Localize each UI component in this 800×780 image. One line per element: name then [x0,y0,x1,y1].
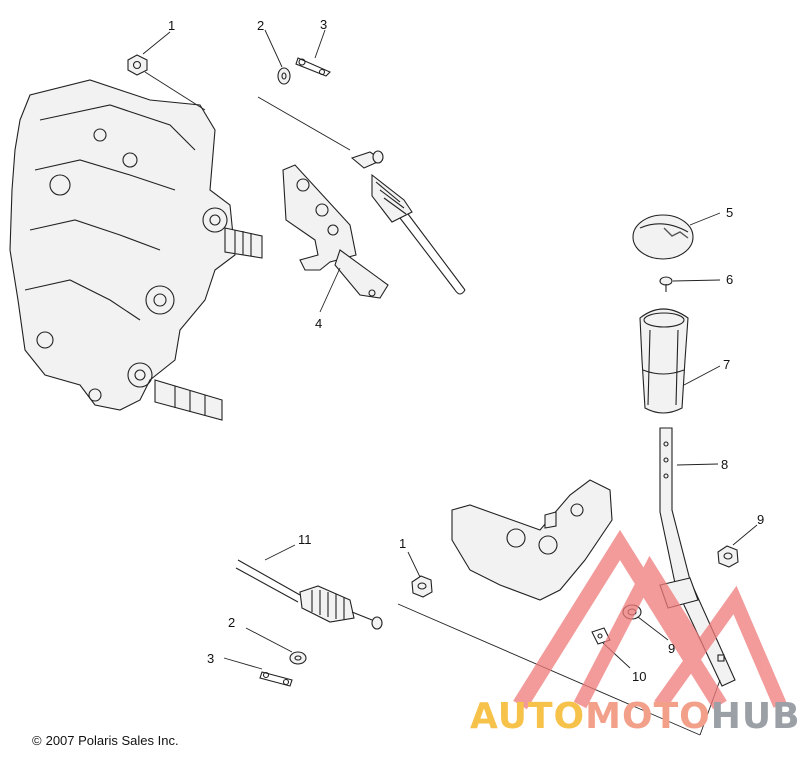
callout-2-top: 2 [257,18,264,33]
callout-9-right: 9 [757,512,764,527]
copyright-symbol: © [32,733,42,748]
watermark-brand: AUTOMOTOHUB [470,696,800,737]
callout-3-top: 3 [320,17,327,32]
callout-1-lower: 1 [399,536,406,551]
transmission-assembly [9,79,263,421]
watermark-moto: MOTO [585,696,711,737]
callout-7: 7 [723,357,730,372]
watermark-auto: AUTO [470,696,586,737]
callout-1-top: 1 [168,18,175,33]
shift-knob-part-7 [639,308,689,414]
washer-part-2 [277,67,291,85]
callout-2-lower: 2 [228,615,235,630]
screw-part-6 [659,276,673,292]
callout-11: 11 [298,532,312,547]
bracket-part-4 [282,164,389,299]
callout-6: 6 [726,272,733,287]
hex-nut-part-1-lower [411,575,433,598]
nut-part-9-right [717,545,739,568]
copyright-notice: ©2007 Polaris Sales Inc. [32,733,179,748]
clip-part-3-lower [259,671,293,687]
callout-4: 4 [315,316,322,331]
copyright-text: 2007 Polaris Sales Inc. [45,733,179,748]
hex-nut-part-1 [127,54,148,76]
watermark-triangle [513,529,787,710]
bracket-lower [451,479,613,601]
washer-part-2-lower [289,651,307,665]
knob-cap-part-5 [632,214,694,260]
callout-8: 8 [721,457,728,472]
clip-part-3 [295,57,331,77]
callout-9-lower: 9 [668,641,675,656]
callout-10: 10 [632,669,646,684]
watermark-hub: HUB [710,696,800,737]
callout-5: 5 [726,205,733,220]
shift-cable-upper [257,96,466,295]
callout-3-lower: 3 [207,651,214,666]
